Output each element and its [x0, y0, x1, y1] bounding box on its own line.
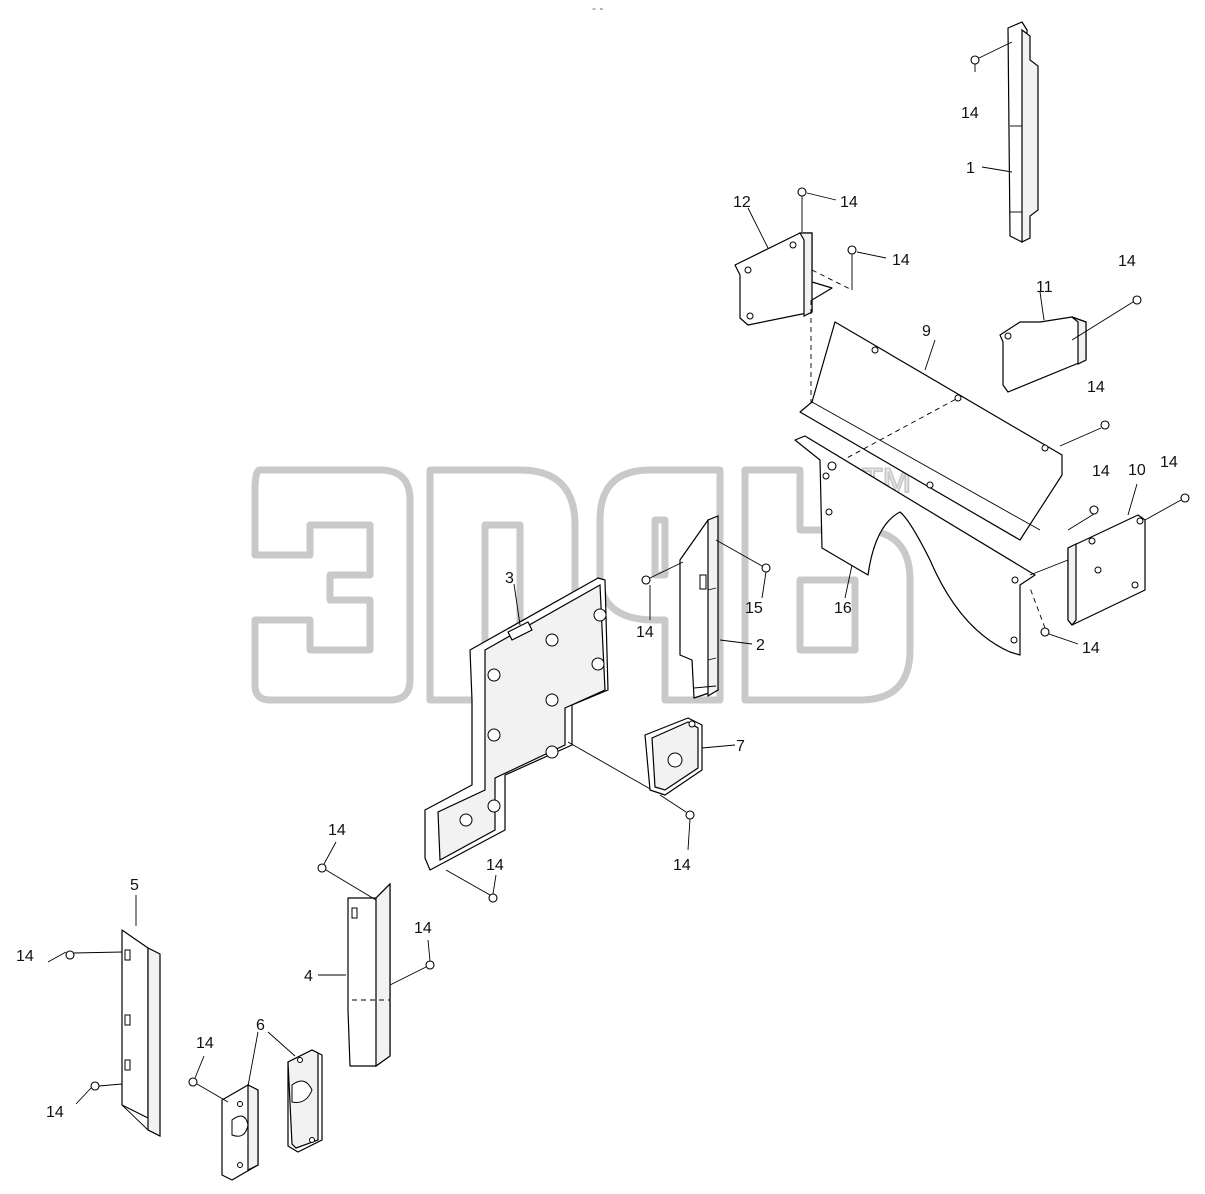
- callout-14-k: 14: [673, 857, 691, 874]
- callout-14-m: 14: [414, 920, 432, 937]
- part-12-bracket: [734, 232, 833, 326]
- part-3-insulation-panel: [424, 577, 609, 871]
- screw-1-top: [970, 41, 1013, 72]
- part-10-plate: [1067, 514, 1146, 626]
- screw-12-side: [847, 245, 887, 290]
- callout-14-j: 14: [486, 857, 504, 874]
- part-9-sloped-panel: [799, 321, 1063, 541]
- callout-9: 9: [922, 323, 931, 340]
- callout-14-p: 14: [196, 1035, 214, 1052]
- screw-11: [1071, 295, 1142, 341]
- screw-3-bottom: [445, 869, 498, 903]
- callout-14-e: 14: [1087, 379, 1105, 396]
- callout-6: 6: [256, 1017, 265, 1034]
- part-4-column: [347, 882, 391, 1068]
- screw-5-bottom: [75, 1081, 123, 1105]
- top-mark: - -: [592, 1, 603, 15]
- callout-1: 1: [966, 160, 975, 177]
- callout-12: 12: [733, 194, 751, 211]
- screw-16: [827, 461, 837, 471]
- screw-9: [1059, 420, 1110, 447]
- part-7-small-bracket: [644, 717, 703, 796]
- callout-3: 3: [505, 570, 514, 587]
- callout-10: 10: [1128, 462, 1146, 479]
- screw-5-top: [47, 950, 123, 963]
- callout-14-a: 14: [961, 105, 979, 122]
- screw-4-top: [317, 841, 377, 901]
- callout-14-f: 14: [1082, 640, 1100, 657]
- screw-16-bottom: [1029, 587, 1079, 645]
- part-1-vertical-channel: [1007, 21, 1039, 243]
- callout-14-b: 14: [840, 194, 858, 211]
- part-6-clamp-right: [287, 1049, 323, 1153]
- part-16-arch-panel: [794, 435, 1036, 656]
- callout-14-d: 14: [1118, 253, 1136, 270]
- screw-10-right: [1144, 493, 1190, 521]
- callout-7: 7: [736, 738, 745, 755]
- callout-2: 2: [756, 637, 765, 654]
- callout-4: 4: [304, 968, 313, 985]
- callout-14-l: 14: [328, 822, 346, 839]
- callout-14-n: 14: [16, 948, 34, 965]
- screw-10-top: [1067, 505, 1099, 531]
- screw-2-left: [641, 561, 684, 585]
- part-5-side-panel: [121, 929, 161, 1137]
- callout-14-h: 14: [1160, 454, 1178, 471]
- screw-6: [188, 1055, 229, 1103]
- callout-14-c: 14: [892, 252, 910, 269]
- callout-16: 16: [834, 600, 852, 617]
- callout-14-i: 14: [636, 624, 654, 641]
- part-6-clamp-left: [221, 1084, 259, 1181]
- callout-14-g: 14: [1092, 463, 1110, 480]
- screw-15: [715, 539, 771, 599]
- callout-5: 5: [130, 877, 139, 894]
- part-2-vertical-bracket: [679, 515, 719, 699]
- watermark-logo: TM: [251, 461, 914, 704]
- callout-14-o: 14: [46, 1104, 64, 1121]
- screw-7: [659, 794, 695, 851]
- callout-15: 15: [745, 600, 763, 617]
- screw-12-top: [797, 187, 837, 232]
- callout-11: 11: [1036, 279, 1053, 296]
- part-11-bracket: [999, 316, 1087, 393]
- screw-4-right: [389, 939, 435, 986]
